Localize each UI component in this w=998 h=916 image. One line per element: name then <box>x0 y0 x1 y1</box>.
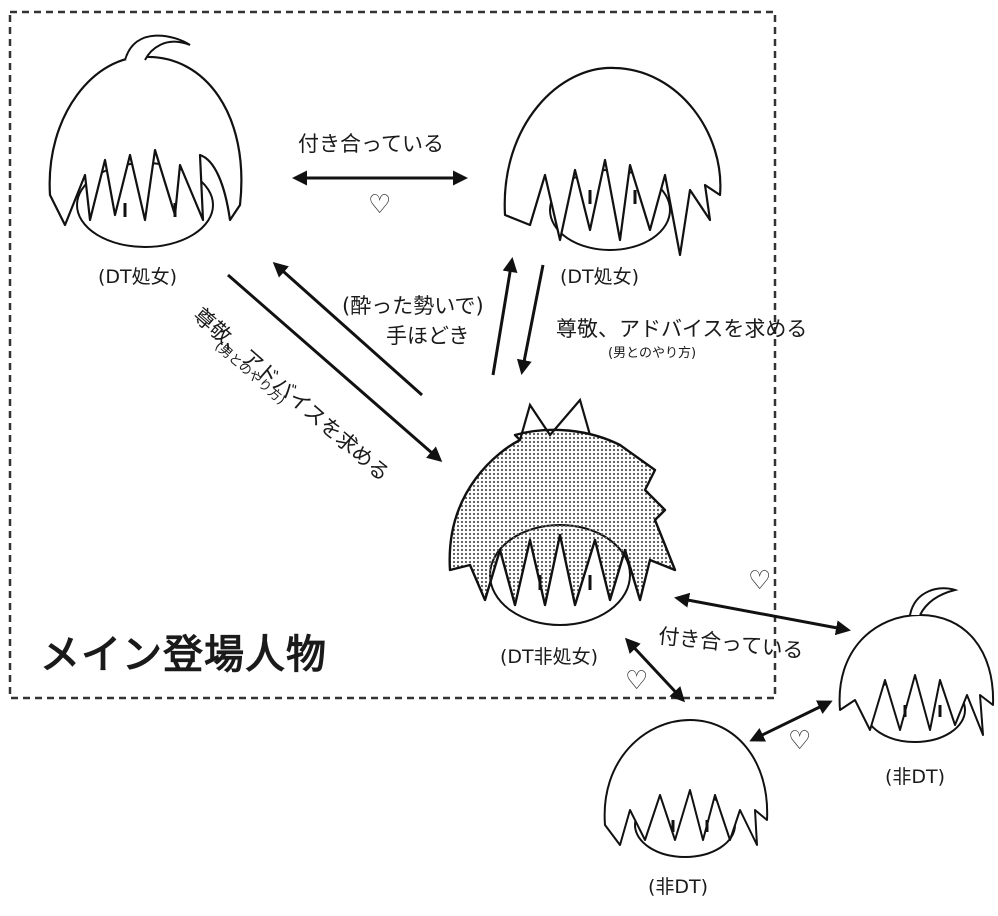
arrow-right-to-center <box>516 264 545 375</box>
character-bottom-head <box>603 719 769 858</box>
character-far-right-label: (非DT) <box>885 766 946 788</box>
arrow-center-farright <box>674 592 851 636</box>
character-left-label: (DT処女) <box>98 266 178 288</box>
main-characters-frame <box>8 10 777 700</box>
arrow-bottom-farright <box>749 700 833 742</box>
arrow-center-bottom <box>624 637 686 703</box>
relation-drunk-line1: (酔った勢いで) <box>342 294 484 318</box>
relation-top-label: 付き合っている <box>298 132 444 156</box>
heart-icon: ♡ <box>625 666 649 696</box>
character-far-right-head <box>838 587 995 743</box>
arrow-left-to-center <box>227 273 443 462</box>
character-center-label: (DT非処女) <box>500 646 599 668</box>
character-right-head <box>503 66 722 257</box>
heart-icon: ♡ <box>788 726 812 756</box>
character-center-head <box>448 397 677 626</box>
page-title: メイン登場人物 <box>40 632 327 678</box>
heart-icon: ♡ <box>748 566 772 596</box>
arrow-center-to-left <box>272 262 423 397</box>
relation-right-label: 尊敬、アドバイスを求める <box>556 317 808 341</box>
heart-icon: ♡ <box>368 190 392 220</box>
character-bottom-label: (非DT) <box>648 876 709 898</box>
arrow-center-to-right <box>491 257 518 376</box>
character-left-head <box>48 34 243 248</box>
character-right-label: (DT処女) <box>560 266 640 288</box>
relation-drunk-line2: 手ほどき <box>386 324 470 348</box>
relation-right-sublabel: (男とのやり方) <box>608 346 697 361</box>
